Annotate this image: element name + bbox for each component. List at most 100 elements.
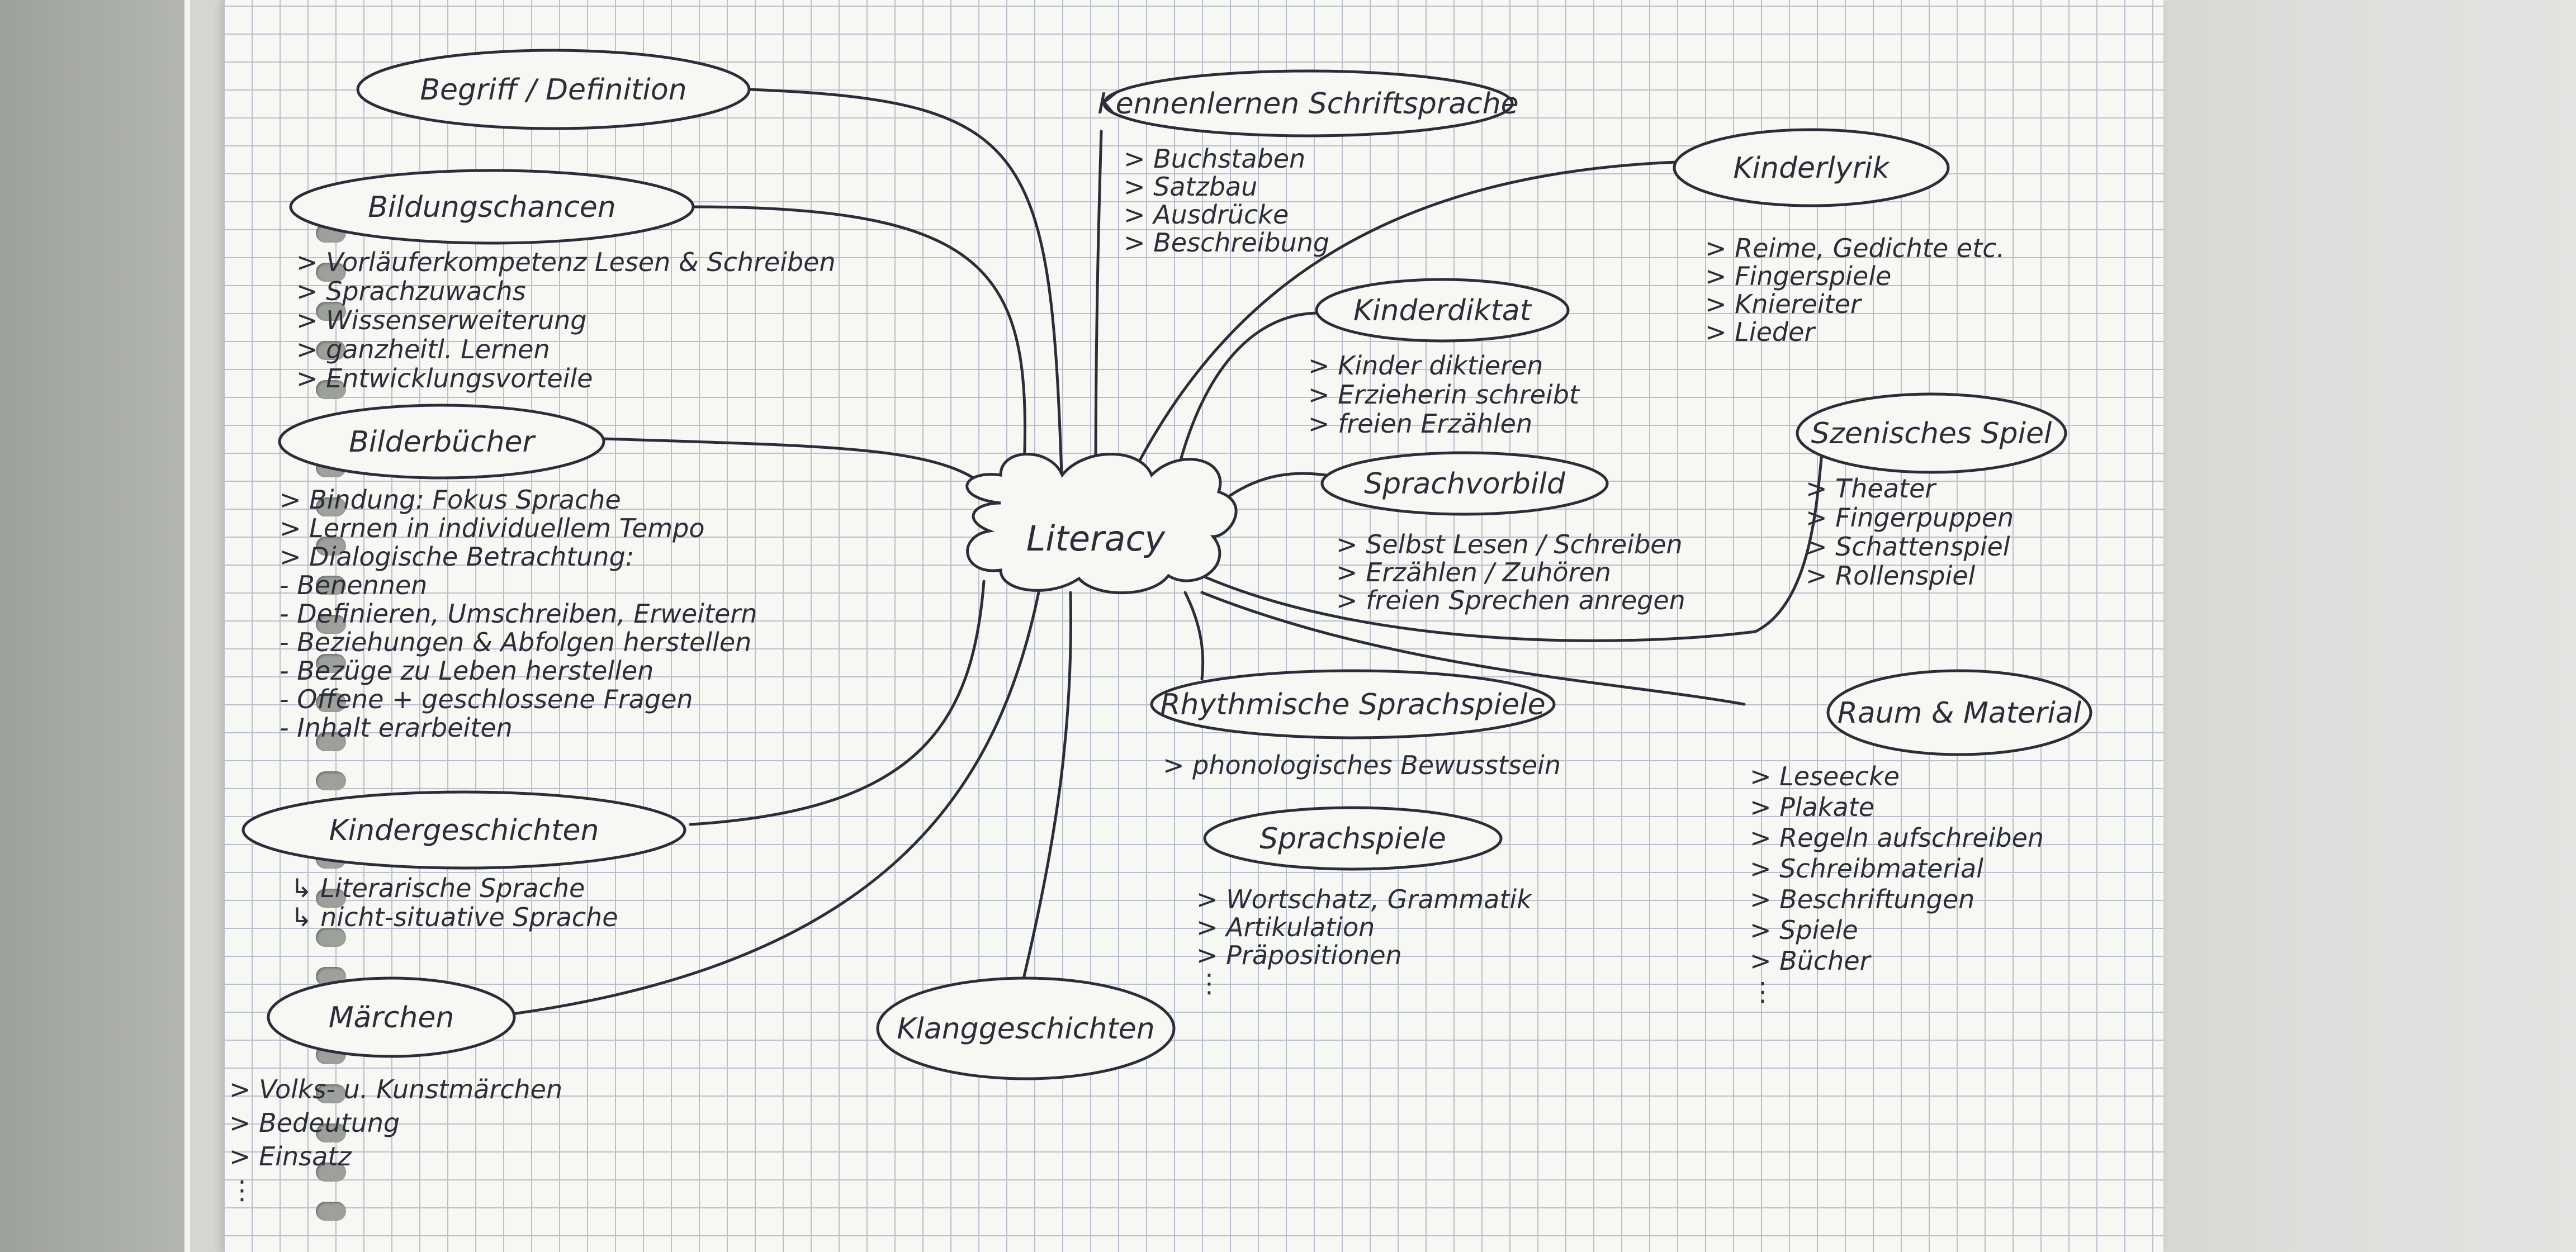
node-bubble: [1102, 69, 1514, 137]
punch-hole: [316, 732, 346, 751]
node-item: > Fingerpuppen: [1806, 502, 2014, 533]
node-item: > Plakate: [1750, 792, 1874, 822]
punch-hole: [316, 615, 346, 634]
node-szenisches-spiel: Szenisches Spiel > Theater> Fingerpuppen>…: [1796, 392, 2067, 591]
node-item: ⋮: [1196, 968, 1222, 998]
punch-hole: [316, 654, 346, 673]
node-kinderlyrik: Kinderlyrik> Reime, Gedichte etc.> Finge…: [1673, 128, 2005, 347]
node-item: > Wortschatz, Grammatik: [1196, 884, 1533, 914]
node-kinderdiktat: Kinderdiktat> Kinder diktieren> Erzieher…: [1308, 278, 1580, 439]
node-item: > Fingerspiele: [1705, 261, 1891, 291]
node-item: > Bindung: Fokus Sprache: [280, 485, 621, 515]
node-item: > Vorläuferkompetenz Lesen & Schreiben: [296, 247, 836, 277]
node-item: > Beschriftungen: [1750, 884, 1974, 914]
node-item: > Artikulation: [1196, 912, 1375, 942]
punch-hole: [316, 537, 346, 556]
node-item: - Benennen: [280, 570, 427, 600]
node-item: > Kinder diktieren: [1308, 350, 1543, 381]
node-title: Sprachspiele: [1259, 822, 1446, 856]
node-bilderbuecher: Bilderbücher > Bindung: Fokus Sprache> Le…: [278, 404, 757, 743]
punch-hole: [316, 771, 346, 790]
punch-hole: [316, 889, 346, 908]
node-item: - Bezüge zu Leben herstellen: [280, 656, 654, 686]
node-title: Rhythmische Sprachspiele: [1160, 688, 1545, 722]
node-bubble: [356, 49, 751, 130]
node-item: - Inhalt erarbeiten: [280, 713, 513, 743]
node-item: ⋮: [229, 1175, 255, 1205]
node-klanggeschichten: Klanggeschichten: [876, 976, 1176, 1080]
punch-hole: [316, 1163, 346, 1182]
node-kindergeschichten: Kindergeschichten↳ Literarische Sprache↳…: [242, 790, 686, 932]
connector-bilderbuecher: [602, 437, 1002, 505]
connector-kinderlyrik: [1128, 160, 1679, 482]
punch-hole: [316, 302, 346, 321]
node-rhythmische-sprachspiele: Rhythmische Sprachspiele> phonologisches…: [1150, 669, 1561, 780]
node-sprachspiele: Sprachspiele > Wortschatz, Grammatik> Art…: [1196, 806, 1533, 998]
node-bubble: [1203, 806, 1503, 871]
node-item: - Definieren, Umschreiben, Erweitern: [280, 599, 757, 629]
node-item: > Volks- u. Kunstmärchen: [229, 1074, 562, 1104]
node-title: Märchen: [329, 1001, 454, 1035]
node-item: > Kniereiter: [1705, 289, 1863, 319]
node-item: > Lieder: [1705, 317, 1816, 347]
connector-maerchen: [507, 585, 1041, 1016]
node-title: Kinderlyrik: [1733, 151, 1890, 185]
node-item: > Leseecke: [1750, 761, 1900, 791]
node-title: Bilderbücher: [349, 425, 536, 459]
node-title: Raum & Material: [1838, 696, 2082, 730]
punch-hole: [316, 1202, 346, 1221]
punch-hole: [316, 380, 346, 399]
node-item: > Schattenspiel: [1806, 532, 2010, 562]
connector-szenisches-spiel: [1200, 445, 1824, 642]
node-maerchen: Märchen > Volks- u. Kunstmärchen > Bedeutu…: [229, 976, 562, 1205]
node-item: > Bedeutung: [229, 1108, 400, 1138]
center-label: Literacy: [1026, 518, 1166, 559]
node-item: > freien Sprechen anregen: [1336, 585, 1685, 615]
node-item: > Schreibmaterial: [1750, 853, 1983, 884]
node-item: > Präpositionen: [1196, 940, 1402, 970]
node-item: > Ausdrücke: [1124, 200, 1289, 230]
node-bubble: [1673, 128, 1950, 207]
connector-rhythmische: [1183, 591, 1205, 681]
node-item: > Einsatz: [229, 1141, 352, 1172]
node-item: > Theater: [1806, 473, 1937, 504]
node-item: - Offene + geschlossene Fragen: [280, 684, 693, 714]
node-item: > Dialogische Betrachtung:: [280, 542, 634, 572]
punch-hole: [316, 1123, 346, 1142]
node-title: Begriff / Definition: [420, 73, 686, 107]
connector-klanggeschichten: [1021, 591, 1073, 983]
punch-hole: [316, 1084, 346, 1103]
node-item: > freien Erzählen: [1308, 409, 1532, 439]
punch-hole: [316, 497, 346, 516]
node-bubble: [1796, 392, 2067, 474]
node-bubble: [242, 790, 686, 870]
node-bubble: [1826, 669, 2092, 756]
punch-hole: [316, 263, 346, 282]
node-title: Kinderdiktat: [1353, 294, 1532, 328]
node-begriff-definition: Begriff / Definition: [356, 49, 751, 130]
node-bubble: [1320, 451, 1609, 516]
node-item: ↳ Literarische Sprache: [291, 873, 585, 903]
node-title: Sprachvorbild: [1364, 467, 1566, 501]
node-item: > Satzbau: [1124, 172, 1257, 202]
connector-kindergeschichten: [689, 580, 986, 826]
center-cloud: [965, 453, 1238, 595]
connector-kennenlernen: [1094, 130, 1103, 482]
node-title: Kennenlernen Schriftsprache: [1097, 87, 1518, 121]
node-item: > Regeln aufschreiben: [1750, 823, 2044, 853]
punch-hole: [316, 576, 346, 595]
node-kennenlernen-schriftsprache: Kennenlernen Schriftsprache> Buchstaben>…: [1097, 69, 1519, 258]
node-item: > ganzheitl. Lernen: [296, 334, 550, 364]
node-bildungschancen: Bildungschancen > Vorläuferkompetenz Lese…: [289, 169, 836, 393]
node-item: > Lernen in individuellem Tempo: [280, 513, 705, 543]
node-bubble: [1150, 669, 1556, 739]
node-bubble: [289, 169, 695, 245]
connector-raum-material: [1200, 591, 1746, 706]
node-item: > Bücher: [1750, 946, 1872, 976]
punch-hole: [316, 341, 346, 360]
node-title: Bildungschancen: [368, 191, 616, 224]
node-title: Szenisches Spiel: [1811, 417, 2052, 450]
node-item: > Spiele: [1750, 915, 1858, 945]
